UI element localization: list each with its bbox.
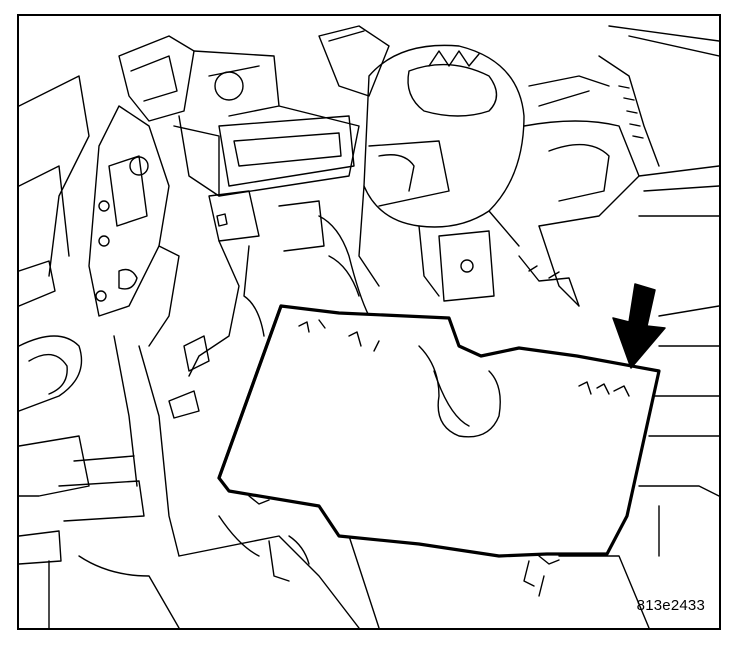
mid-brackets [168,190,495,419]
right-wiring [518,25,719,557]
lower-structure [178,515,650,628]
dash-assembly-illustration [19,25,719,628]
callout-arrow [612,283,666,369]
upper-left-arm [118,35,360,197]
highlighted-component [217,304,661,597]
illustration-frame: 813e2433 [17,14,721,630]
left-bracket [88,105,180,557]
steering-column-hub [318,25,525,317]
left-panel-lines [19,75,180,628]
figure-code: 813e2433 [636,597,705,614]
